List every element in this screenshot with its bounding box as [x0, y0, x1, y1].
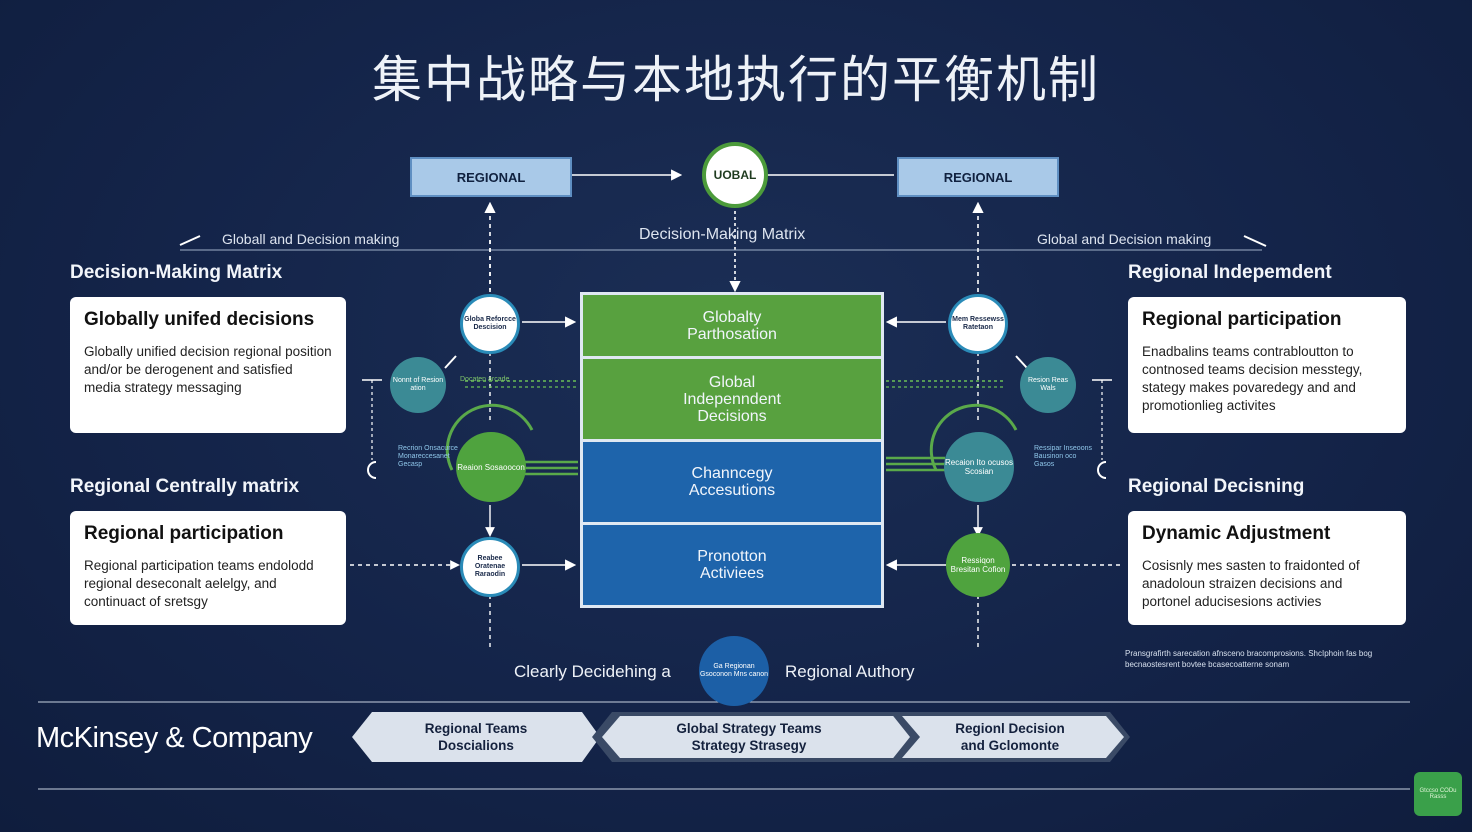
- node-left-bottom: Reabee Oratenae Raraodin: [460, 537, 520, 597]
- left-notes: Recrion Onsacurce Monareccesanet Gecasp: [398, 445, 458, 468]
- card-title: Regional participation: [84, 523, 284, 544]
- regional-box-left: REGIONAL: [410, 157, 572, 197]
- chevron-line: Regional Teams: [424, 721, 528, 736]
- bottom-left-text: Clearly Decidehing a: [514, 662, 671, 681]
- chevron-shape: [890, 712, 1130, 762]
- chevron-text: Regionl Decision and Gclomonte: [890, 712, 1130, 762]
- left-card-regional-participation: Regional participation Regional particip…: [70, 511, 346, 625]
- page-title: 集中战略与本地执行的平衡机制: [372, 51, 1100, 109]
- card-title: Globally unifed decisions: [84, 309, 315, 330]
- node-right-teal: Resion Reas Wals: [1020, 357, 1076, 413]
- node-left-top: Globa Reforcce Descision: [460, 294, 520, 354]
- node-right-top: Mem Ressewss Ratetaon: [948, 294, 1008, 354]
- left-section1-heading: Decision-Making Matrix: [70, 262, 283, 283]
- right-card-dynamic-adjustment: Dynamic Adjustment Cosisnly mes sasten t…: [1128, 511, 1406, 625]
- node-right-green: Ressiqon Bresitan Cofion: [946, 533, 1010, 597]
- node-bottom-authority: Ga Regionan Gsoconon Mns canon: [699, 636, 769, 706]
- layer-line: Global: [708, 373, 756, 391]
- layer-line: Channcegy: [691, 465, 773, 483]
- chevron-line: and Gclomonte: [960, 738, 1060, 753]
- card-title: Regional participation: [1142, 309, 1342, 330]
- chevron-line: Regionl Decision: [955, 721, 1065, 736]
- node-right-teal-big: Recaion Ito ocusos Scosian: [944, 432, 1014, 502]
- card-title: Dynamic Adjustment: [1142, 523, 1331, 544]
- chevron-line: Strategy Strasegy: [691, 738, 807, 753]
- chevron-shape: [592, 712, 926, 762]
- layer-line: Decisions: [697, 407, 767, 425]
- layer-line: Indepenndent: [683, 390, 781, 408]
- card-body: Enadbalins teams contrabloutton to contn…: [1142, 344, 1363, 413]
- layer-line: Pronotton: [697, 548, 767, 566]
- chevron-regional-decision: Regionl Decision and Gclomonte: [890, 712, 1130, 762]
- top-center-label: Decision-Making Matrix: [639, 226, 806, 243]
- chevron-shape: [352, 712, 600, 762]
- top-right-label: Global and Decision making: [1037, 231, 1212, 247]
- node-left-green: Reaion Sosaoocon: [456, 432, 526, 502]
- layer-line: Globalty: [702, 308, 762, 326]
- layer-line: Activiees: [699, 565, 764, 583]
- left-marks: Docaten arcade: [460, 376, 510, 383]
- card-body: Globally unified decision regional posit…: [84, 344, 332, 395]
- global-globe-icon: UOBAL: [702, 142, 768, 208]
- layer-line: Accesutions: [688, 482, 776, 500]
- bottom-right-text: Regional Authory: [785, 662, 915, 681]
- bottom-note: Pransgrafirth sarecation afnsceno bracom…: [1125, 649, 1373, 669]
- node-left-teal: Nonnt of Resion ation: [390, 357, 446, 413]
- card-body: Regional participation teams endolodd re…: [84, 558, 314, 609]
- regional-box-right: REGIONAL: [897, 157, 1059, 197]
- right-card-regional-participation: Regional participation Enadbalins teams …: [1128, 297, 1406, 433]
- layer-line: Parthosation: [687, 325, 777, 343]
- card-body: Cosisnly mes sasten to fraidonted of ana…: [1142, 558, 1360, 609]
- left-section2-heading: Regional Centrally matrix: [70, 476, 300, 497]
- top-left-label: Globall and Decision making: [222, 231, 400, 247]
- right-notes: Ressipar Inseoons Bausinon oco Gasos: [1034, 445, 1092, 468]
- chevron-line: Global Strategy Teams: [676, 721, 822, 736]
- right-section2-heading: Regional Decisning: [1128, 476, 1305, 497]
- right-section1-heading: Regional Indepemdent: [1128, 262, 1332, 283]
- chevron-line: Doscialions: [438, 738, 514, 753]
- mckinsey-logo: McKinsey & Company: [36, 722, 313, 754]
- corner-badge-icon: Gtccso CODu Rasss: [1414, 772, 1462, 816]
- left-card-global-decisions: Globally unifed decisions Globally unifi…: [70, 297, 346, 433]
